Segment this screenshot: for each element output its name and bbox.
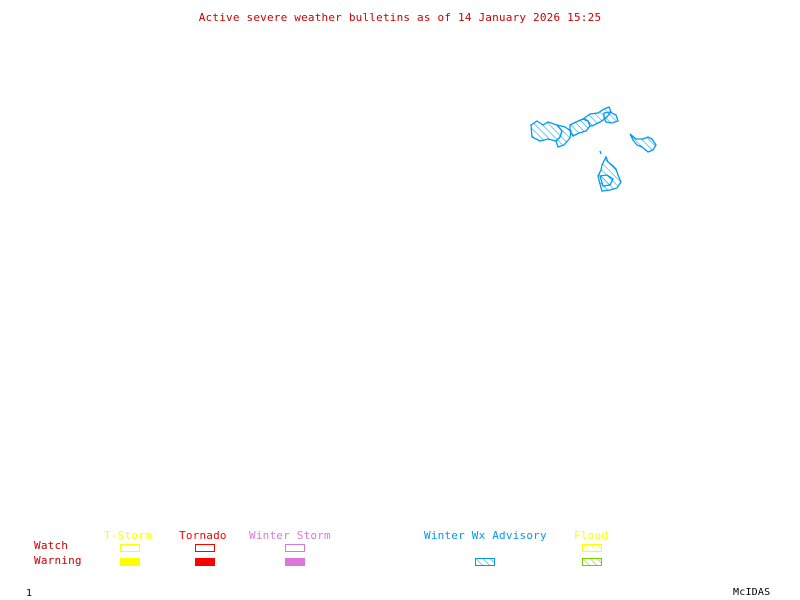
swatch-flood-warning: [582, 558, 602, 566]
legend-row-watch: Watch: [34, 539, 69, 552]
swatch-tornado-watch: [195, 544, 215, 552]
swatch-tstorm-watch: [120, 544, 140, 552]
swatch-winter-storm-warning: [285, 558, 305, 566]
mcidas-brand: McIDAS: [733, 587, 771, 598]
swatch-tstorm-warning: [120, 558, 140, 566]
advisory-polygon: [603, 111, 619, 124]
advisory-polygon: [555, 123, 572, 148]
advisory-area-east-island[interactable]: [629, 133, 657, 153]
advisory-polygon: [569, 118, 591, 137]
legend-header-winter-storm: Winter Storm: [249, 529, 331, 542]
swatch-winter-wx-advisory: [475, 558, 495, 566]
swatch-flood-watch: [582, 544, 602, 552]
advisory-polygon: [597, 155, 622, 192]
swatch-tornado-warning: [195, 558, 215, 566]
swatch-winter-storm-watch: [285, 544, 305, 552]
advisory-polygon: [629, 133, 657, 153]
legend-header-tstorm: T-Storm: [104, 529, 152, 542]
advisory-area-northeast-band[interactable]: [530, 106, 619, 148]
advisory-polygon: [599, 150, 602, 155]
legend-header-tornado: Tornado: [179, 529, 227, 542]
legend-header-flood: Flood: [574, 529, 609, 542]
advisory-area-south-cluster[interactable]: [597, 150, 622, 192]
advisory-polygon: [530, 120, 563, 142]
frame-number: 1: [26, 588, 33, 599]
bulletin-title: Active severe weather bulletins as of 14…: [198, 11, 602, 24]
legend-header-winter-wx-advisory: Winter Wx Advisory: [424, 529, 547, 542]
legend-row-warning: Warning: [34, 554, 82, 567]
advisory-polygon: [599, 174, 614, 187]
